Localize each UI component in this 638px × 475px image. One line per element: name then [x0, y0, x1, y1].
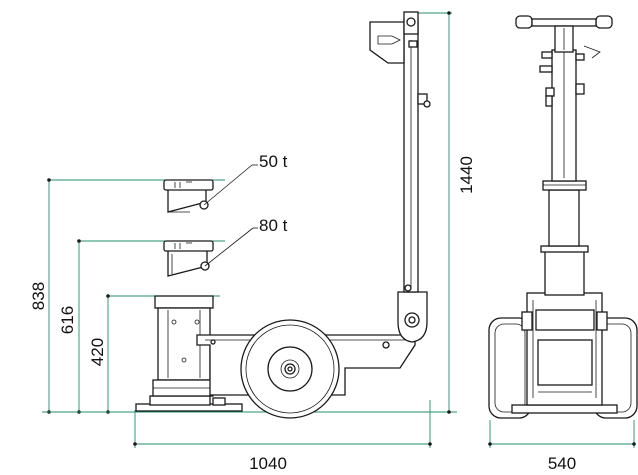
jack-side-view: [135, 11, 431, 419]
dimension-838-label: 838: [29, 282, 48, 310]
dimension-1040-label: 1040: [249, 454, 287, 473]
saddle-80t: [163, 227, 258, 277]
dimension-1440-label: 1440: [457, 156, 476, 194]
saddle-80t-label: 80 t: [259, 216, 288, 235]
dimension-616-label: 616: [58, 306, 77, 334]
jack-front-view: [488, 15, 638, 419]
saddle-50t: [163, 164, 258, 213]
dimension-420-label: 420: [88, 338, 107, 366]
dimension-540-label: 540: [548, 454, 576, 473]
saddle-50t-label: 50 t: [259, 152, 288, 171]
